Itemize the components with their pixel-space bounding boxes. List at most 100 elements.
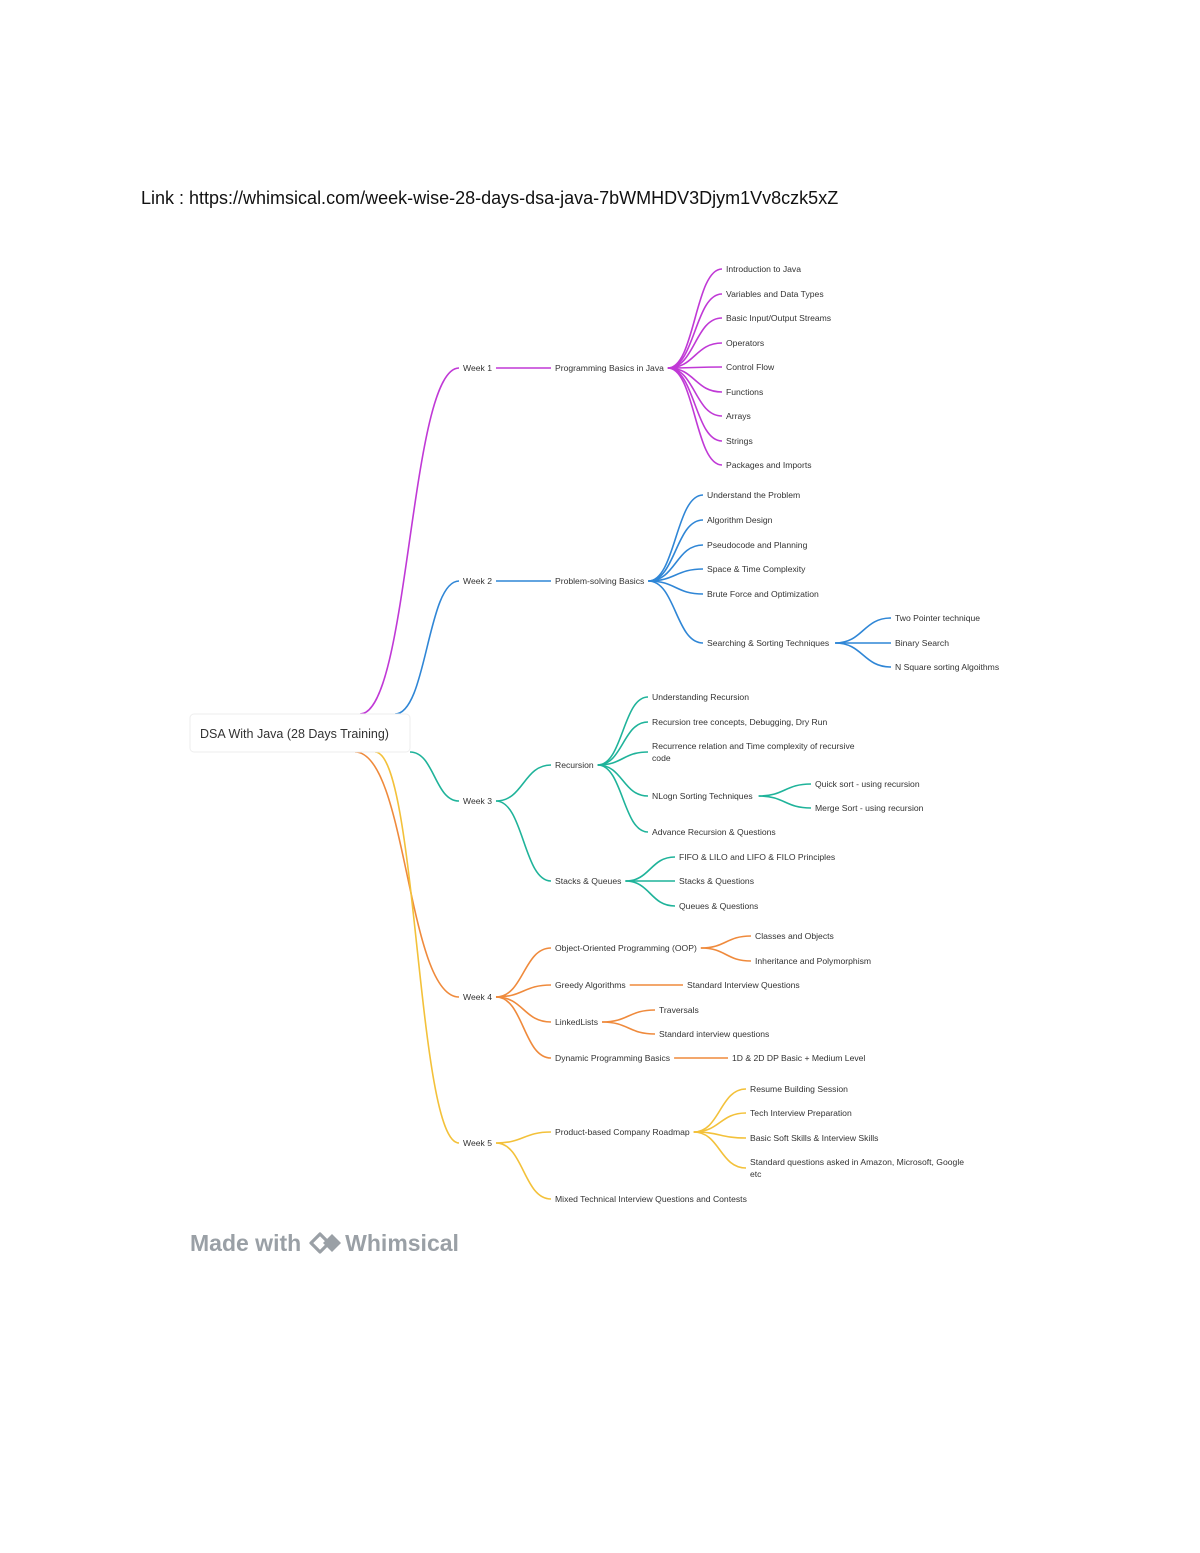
connector-topic-item (597, 696, 649, 766)
item-label[interactable]: Standard Interview Questions (687, 980, 800, 990)
item-label[interactable]: Algorithm Design (707, 515, 773, 525)
whimsical-logo-icon (309, 1232, 342, 1254)
connector-topic-item (693, 1131, 747, 1169)
item-label[interactable]: Recursion tree concepts, Debugging, Dry … (652, 717, 828, 727)
mind-map-connectors (354, 268, 892, 1200)
connector-topic-item (601, 1009, 656, 1023)
connector-week-topic (495, 800, 552, 882)
item-label[interactable]: Variables and Data Types (726, 289, 824, 299)
item-label[interactable]: Basic Input/Output Streams (726, 313, 831, 323)
topic-label[interactable]: Recursion (555, 760, 594, 770)
subitem-label[interactable]: Quick sort - using recursion (815, 779, 920, 789)
item-label[interactable]: Tech Interview Preparation (750, 1108, 852, 1118)
item-label[interactable]: 1D & 2D DP Basic + Medium Level (732, 1053, 865, 1063)
root-node-label[interactable]: DSA With Java (28 Days Training) (200, 727, 389, 741)
root-node-box (189, 713, 411, 753)
connector-topic-item (625, 856, 676, 882)
item-label[interactable]: Searching & Sorting Techniques (707, 638, 829, 648)
topic-label[interactable]: Product-based Company Roadmap (555, 1127, 690, 1137)
item-label[interactable]: Classes and Objects (755, 931, 834, 941)
item-label[interactable]: Understand the Problem (707, 490, 800, 500)
connector-week-topic (495, 1142, 552, 1200)
week-5-label[interactable]: Week 5 (463, 1138, 492, 1148)
item-label[interactable]: Introduction to Java (726, 264, 801, 274)
connector-week-topic (495, 996, 552, 1023)
topic-label[interactable]: Dynamic Programming Basics (555, 1053, 670, 1063)
connector-topic-item (597, 764, 649, 833)
item-label[interactable]: Inheritance and Polymorphism (755, 956, 871, 966)
item-label[interactable]: Queues & Questions (679, 901, 758, 911)
topic-label[interactable]: LinkedLists (555, 1017, 598, 1027)
topic-label[interactable]: Problem-solving Basics (555, 576, 644, 586)
item-label[interactable]: Arrays (726, 411, 751, 421)
connector-week-topic (495, 996, 552, 1059)
connector-item-subitem (758, 783, 812, 797)
mind-map-nodes: DSA With Java (28 Days Training) Week 1 P… (189, 264, 999, 1204)
link-text[interactable]: Link : https://whimsical.com/week-wise-2… (141, 188, 839, 208)
item-label[interactable]: Packages and Imports (726, 460, 812, 470)
connector-topic-item (667, 367, 723, 417)
item-label[interactable]: Brute Force and Optimization (707, 589, 819, 599)
item-label[interactable]: Strings (726, 436, 753, 446)
subitem-label[interactable]: Two Pointer technique (895, 613, 980, 623)
connector-topic-item (597, 721, 649, 766)
connector-topic-item (667, 367, 723, 466)
connector-item-subitem (835, 642, 892, 668)
topic-label[interactable]: Stacks & Queues (555, 876, 621, 886)
connector-topic-item (667, 268, 723, 369)
subitem-label[interactable]: N Square sorting Algoithms (895, 662, 999, 672)
connector-topic-item (601, 1021, 656, 1035)
connector-item-subitem (835, 617, 892, 644)
item-label[interactable]: Operators (726, 338, 764, 348)
whimsical-brand-text: Whimsical (345, 1229, 459, 1256)
connector-week-topic (495, 764, 552, 802)
item-label[interactable]: Functions (726, 387, 763, 397)
connector-topic-item (648, 494, 704, 582)
connector-topic-item (597, 764, 649, 797)
week-2-label[interactable]: Week 2 (463, 576, 492, 586)
made-with-badge[interactable]: Made with Whimsical (190, 1228, 459, 1258)
connector-topic-item (597, 751, 649, 766)
connector-topic-item (648, 519, 704, 582)
topic-label[interactable]: Object-Oriented Programming (OOP) (555, 943, 697, 953)
connector-item-subitem (758, 795, 812, 809)
week-1-label[interactable]: Week 1 (463, 363, 492, 373)
item-label[interactable]: Advance Recursion & Questions (652, 827, 776, 837)
item-label[interactable]: Understanding Recursion (652, 692, 749, 702)
topic-label[interactable]: Mixed Technical Interview Questions and … (555, 1194, 747, 1204)
subitem-label[interactable]: Binary Search (895, 638, 949, 648)
item-label[interactable]: Pseudocode and Planning (707, 540, 808, 550)
item-label[interactable]: Space & Time Complexity (707, 564, 806, 574)
item-label[interactable]: Standard interview questions (659, 1029, 769, 1039)
made-with-text: Made with (190, 1229, 302, 1256)
connector-topic-item (700, 947, 752, 962)
week-3-label[interactable]: Week 3 (463, 796, 492, 806)
connector-root-week (409, 751, 460, 802)
connector-root-week (374, 751, 460, 1144)
subitem-label[interactable]: Merge Sort - using recursion (815, 803, 924, 813)
connector-topic-item (648, 580, 704, 644)
item-label[interactable]: Stacks & Questions (679, 876, 754, 886)
item-label[interactable]: Basic Soft Skills & Interview Skills (750, 1133, 878, 1143)
item-label[interactable]: FIFO & LILO and LIFO & FILO Principles (679, 852, 835, 862)
item-label[interactable]: NLogn Sorting Techniques (652, 791, 753, 801)
connector-week-topic (495, 947, 552, 998)
item-label[interactable]: Control Flow (726, 362, 775, 372)
item-label[interactable]: Resume Building Session (750, 1084, 848, 1094)
connector-root-week (394, 580, 460, 715)
connector-topic-item (700, 935, 752, 949)
connector-week-topic (495, 1131, 552, 1144)
connector-topic-item (667, 317, 723, 369)
topic-label[interactable]: Programming Basics in Java (555, 363, 664, 373)
connector-root-week (359, 367, 460, 715)
item-label[interactable]: Recurrence relation and Time complexity … (652, 741, 855, 763)
topic-label[interactable]: Greedy Algorithms (555, 980, 626, 990)
week-4-label[interactable]: Week 4 (463, 992, 492, 1002)
connector-topic-item (693, 1112, 747, 1133)
item-label[interactable]: Traversals (659, 1005, 699, 1015)
connector-week-topic (495, 984, 552, 998)
item-label[interactable]: Standard questions asked in Amazon, Micr… (750, 1157, 964, 1179)
connector-topic-item (648, 580, 704, 595)
connector-topic-item (667, 293, 723, 369)
